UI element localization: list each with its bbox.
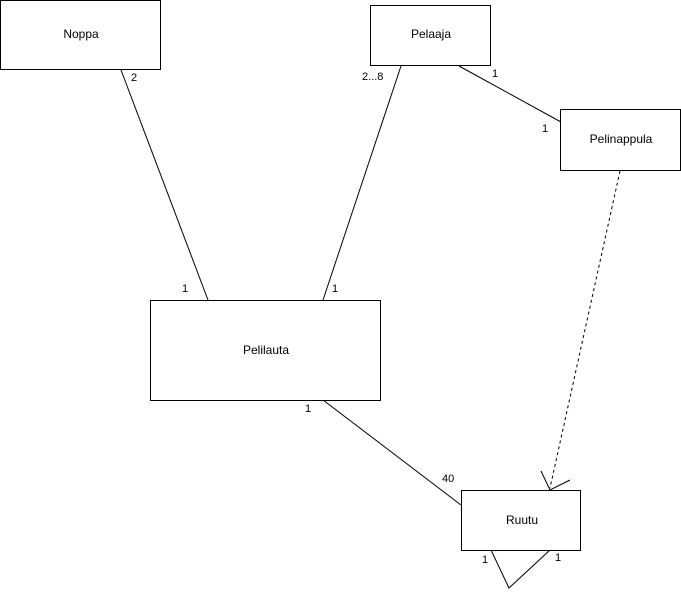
association-ruutu-self: [490, 549, 551, 589]
association-pelilauta-ruutu: [322, 399, 462, 506]
class-noppa-label: Noppa: [63, 27, 99, 41]
class-pelinappula[interactable]: Pelinappula: [560, 109, 681, 171]
dependency-pelinappula-ruutu: [549, 170, 621, 489]
association-pelaaja-pelilauta: [322, 65, 402, 301]
class-ruutu[interactable]: Ruutu: [461, 490, 581, 551]
association-noppa-pelilauta: [120, 69, 209, 301]
class-pelilauta-label: Pelilauta: [243, 343, 289, 357]
multiplicity-pelilauta-pelaaja-end: 1: [332, 283, 338, 295]
dependency-arrowhead: [540, 470, 571, 491]
class-pelinappula-label: Pelinappula: [590, 132, 653, 146]
class-noppa[interactable]: Noppa: [0, 0, 161, 70]
multiplicity-ruutu-end: 40: [442, 473, 454, 485]
multiplicity-pelaaja-pelilauta-end: 2...8: [362, 71, 383, 83]
multiplicity-ruutu-self-start: 1: [482, 554, 488, 566]
class-pelilauta[interactable]: Pelilauta: [150, 300, 381, 401]
multiplicity-pelinappula-end: 1: [542, 123, 548, 135]
class-pelaaja[interactable]: Pelaaja: [370, 5, 491, 66]
class-ruutu-label: Ruutu: [506, 513, 538, 527]
multiplicity-ruutu-self-end: 1: [555, 552, 561, 564]
multiplicity-noppa-end: 2: [131, 72, 137, 84]
class-pelaaja-label: Pelaaja: [411, 27, 451, 41]
association-pelaaja-pelinappula: [458, 65, 562, 123]
multiplicity-pelaaja-pelinappula-end: 1: [492, 68, 498, 80]
multiplicity-pelilauta-ruutu-end: 1: [305, 403, 311, 415]
multiplicity-pelilauta-noppa-end: 1: [182, 283, 188, 295]
